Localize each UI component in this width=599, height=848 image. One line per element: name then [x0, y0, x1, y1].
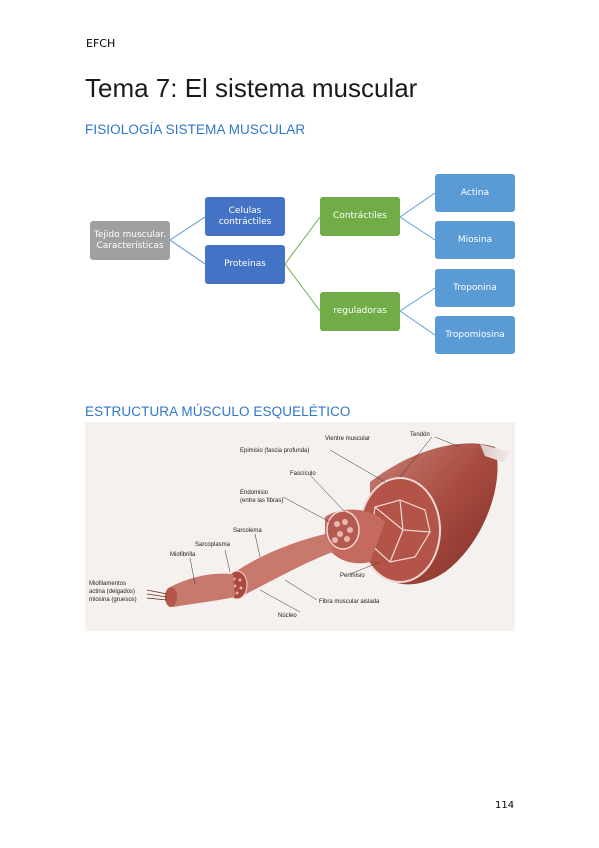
- label-actina: actina (delgados): [89, 589, 135, 595]
- label-miofibrilla: Miofibrilla: [170, 552, 196, 558]
- document-header: EFCH: [86, 37, 116, 50]
- diagram-root-node: Tejido muscular. Características: [90, 221, 170, 260]
- label-fibra: Fibra muscular aislada: [319, 599, 380, 605]
- connector-proteinas-contractiles: [284, 216, 321, 265]
- myofibril: [170, 573, 235, 607]
- label-tendon: Tendón: [410, 432, 430, 438]
- label-perimisio: Perimisio: [340, 573, 365, 579]
- connector-contractiles-actina: [399, 192, 436, 218]
- diagram-node-troponina: Troponina: [435, 269, 515, 307]
- diagram-node-actina: Actina: [435, 174, 515, 212]
- diagram-node-proteinas: Proteinas: [205, 245, 285, 284]
- connector-reguladoras-troponina: [399, 287, 436, 312]
- label-endomisio: Endomisio: [240, 490, 269, 496]
- connector-root-proteinas: [169, 239, 206, 265]
- diagram-node-tropomiosina: Tropomiosina: [435, 316, 515, 354]
- muscle-structure-illustration: Tendón Vientre muscular Epimisio (fascia…: [85, 422, 515, 631]
- label-endomisio-sub: (entre las fibras): [240, 498, 283, 504]
- diagram-node-celulas: Celulas contráctiles: [205, 197, 285, 236]
- muscle-fiber: [235, 534, 333, 597]
- connector-contractiles-miosina: [399, 216, 436, 241]
- label-epimisio: Epimisio (fascia profunda): [240, 448, 309, 454]
- page-number: 114: [495, 800, 515, 811]
- page-title: Tema 7: El sistema muscular: [85, 73, 418, 103]
- label-fasciculo: Fascículo: [290, 471, 316, 477]
- section-heading-fisiologia: FISIOLOGÍA SISTEMA MUSCULAR: [85, 122, 306, 137]
- label-nucleo: Núcleo: [278, 613, 297, 619]
- diagram-node-miosina: Miosina: [435, 221, 515, 259]
- label-vientre: Vientre muscular: [325, 436, 370, 442]
- connector-root-celulas: [169, 216, 206, 241]
- connector-reguladoras-tropomiosina: [399, 310, 436, 336]
- label-miosina: miosina (gruesos): [89, 597, 137, 603]
- connector-proteinas-reguladoras: [284, 263, 321, 312]
- diagram-node-contractiles: Contráctiles: [320, 197, 400, 236]
- label-miofilamentos: Miofilamentos: [89, 581, 126, 587]
- label-sarcolema: Sarcolema: [233, 528, 262, 534]
- label-sarcoplasma: Sarcoplasma: [195, 542, 231, 548]
- diagram-node-reguladoras: reguladoras: [320, 292, 400, 331]
- section-heading-estructura: ESTRUCTURA MÚSCULO ESQUELÉTICO: [85, 404, 351, 419]
- tendon-shape: [480, 444, 510, 462]
